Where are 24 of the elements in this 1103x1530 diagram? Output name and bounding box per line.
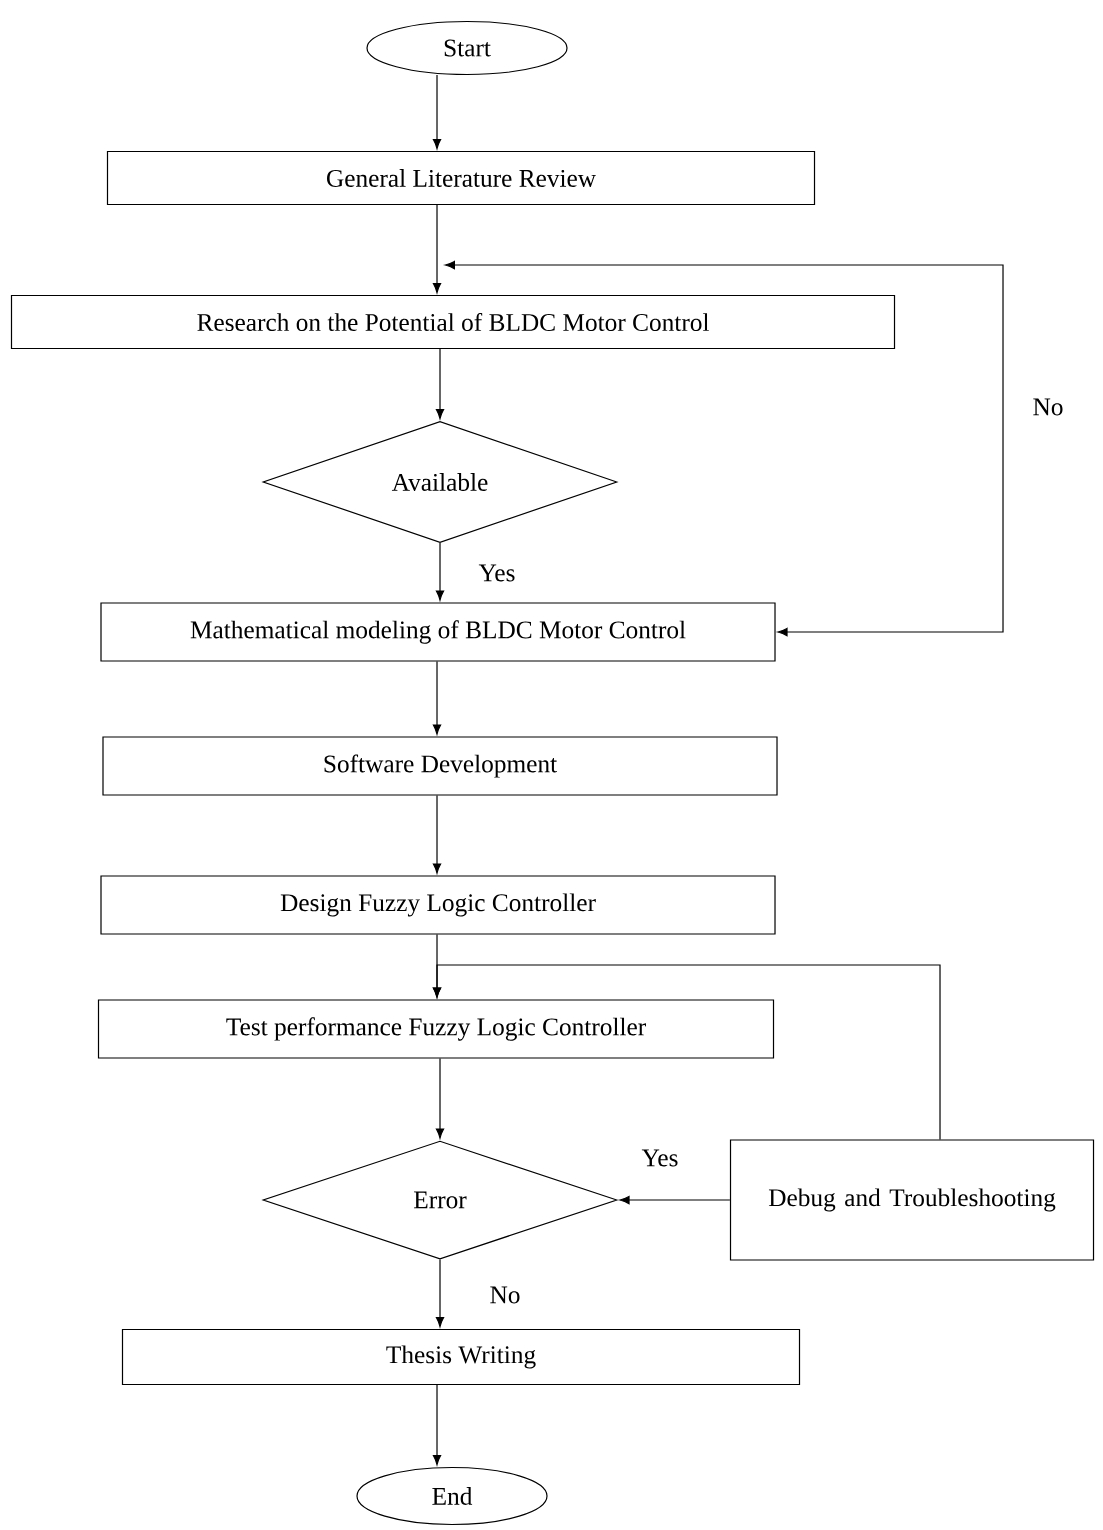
arrow xyxy=(619,1195,731,1205)
arrow xyxy=(435,542,445,601)
arrow xyxy=(444,260,1004,637)
process-box: Mathematical modeling of BLDC Motor Control xyxy=(100,602,776,662)
process-box: Thesis Writing xyxy=(121,1328,801,1386)
process-box: Test performance Fuzzy Logic Controller xyxy=(97,999,775,1059)
process-box: Software Development xyxy=(102,736,778,796)
process-box: Research on the Potential of BLDC Motor Control xyxy=(10,294,896,350)
arrow xyxy=(435,1058,445,1139)
process-box: Debug and Troubleshooting xyxy=(729,1139,1095,1261)
process-box: Design Fuzzy Logic Controller xyxy=(100,875,776,935)
arrow xyxy=(432,795,442,874)
edge-label: Yes xyxy=(477,563,517,583)
arrow xyxy=(432,964,941,1140)
arrow xyxy=(432,204,442,294)
edge-label: Yes xyxy=(640,1148,680,1168)
arrow xyxy=(435,348,445,420)
arrow xyxy=(432,661,442,735)
arrow xyxy=(432,74,442,150)
arrow xyxy=(432,1384,442,1466)
edge-label: No xyxy=(488,1285,522,1305)
edge-label: No xyxy=(1031,397,1065,417)
process-box: General Literature Review xyxy=(106,150,816,206)
arrow xyxy=(435,1259,445,1328)
